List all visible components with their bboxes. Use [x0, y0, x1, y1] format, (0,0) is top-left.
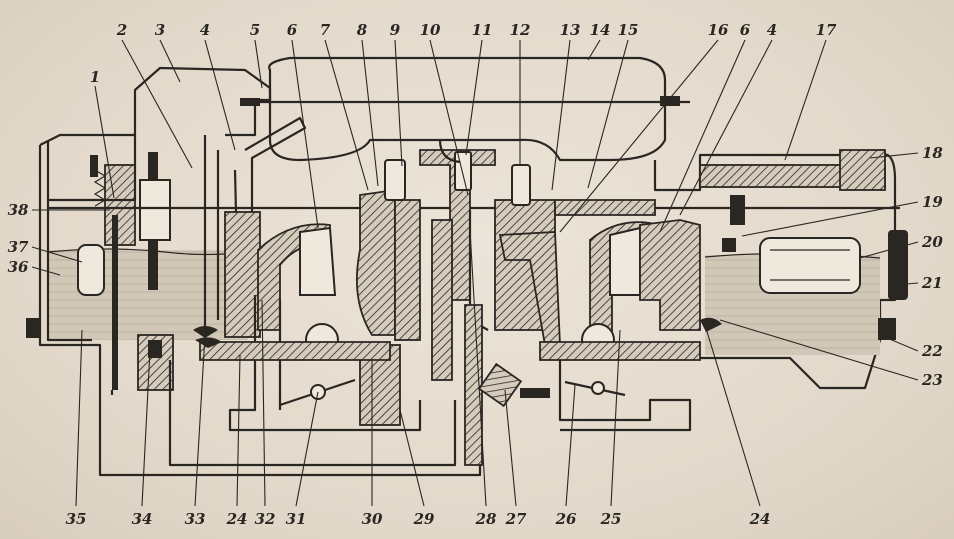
callout-number-4: 4: [767, 21, 777, 39]
callout-number-6: 6: [740, 21, 751, 39]
leader-line: [31, 246, 83, 263]
float-37: [77, 244, 105, 296]
leader-line: [291, 39, 319, 229]
right-float-chamber: [653, 149, 908, 390]
callout-number-18: 18: [922, 144, 943, 162]
leader-line: [394, 39, 403, 167]
leader-line: [94, 85, 115, 199]
callout-number-25: 25: [600, 510, 622, 528]
leader-line: [159, 39, 181, 83]
leader-line: [559, 39, 719, 233]
callout-number-23: 23: [921, 371, 943, 389]
leader-line: [141, 349, 151, 507]
main-jet-34: [137, 334, 174, 391]
leader-line: [784, 39, 827, 161]
callout-number-30: 30: [362, 510, 383, 528]
leader-line: [236, 354, 241, 507]
callout-number-29: 29: [413, 510, 435, 528]
leader-line: [859, 241, 919, 259]
callout-number-24: 24: [749, 510, 771, 528]
leader-line: [465, 39, 483, 156]
leader-line: [469, 229, 487, 507]
callout-number-8: 8: [357, 21, 368, 39]
leader-line: [324, 39, 369, 191]
leader-line: [679, 39, 773, 216]
leader-line: [254, 39, 263, 89]
callout-number-4: 4: [200, 21, 210, 39]
callout-number-14: 14: [590, 21, 611, 39]
callout-number-28: 28: [475, 510, 497, 528]
fuel-channels: [98, 326, 482, 477]
leader-line: [551, 39, 571, 191]
callout-number-26: 26: [555, 510, 577, 528]
leader-line: [31, 266, 61, 276]
leader-line: [194, 334, 206, 507]
callout-number-13: 13: [560, 21, 581, 39]
callout-number-10: 10: [420, 21, 441, 39]
callout-number-3: 3: [155, 21, 165, 39]
air-cleaner-lid: [240, 56, 690, 162]
leader-line: [719, 319, 919, 381]
leader-line: [429, 39, 469, 196]
callout-number-6: 6: [287, 21, 298, 39]
callout-number-16: 16: [708, 21, 729, 39]
callout-number-22: 22: [921, 342, 943, 360]
callout-number-36: 36: [8, 258, 29, 276]
central-body: [419, 139, 496, 466]
choke-valve-27: [477, 362, 523, 408]
callout-number-15: 15: [618, 21, 639, 39]
leader-line: [261, 299, 266, 507]
leader-line: [399, 409, 425, 507]
callout-number-27: 27: [505, 510, 527, 528]
callout-number-9: 9: [390, 21, 401, 39]
left-float-chamber: [26, 66, 272, 391]
callout-number-32: 32: [255, 510, 276, 528]
leader-line: [121, 39, 193, 169]
callout-number-1: 1: [90, 68, 100, 86]
leader-line: [587, 39, 601, 61]
leader-line: [587, 39, 629, 189]
callout-number-17: 17: [816, 21, 837, 39]
callout-number-12: 12: [510, 21, 531, 39]
leader-line: [75, 329, 83, 507]
callout-number-20: 20: [921, 233, 943, 251]
callout-number-24: 24: [226, 510, 248, 528]
leader-line: [704, 324, 761, 507]
leader-line: [565, 384, 576, 507]
callout-number-31: 31: [286, 510, 307, 528]
callout-number-33: 33: [185, 510, 206, 528]
leader-line: [659, 39, 746, 233]
small-diffuser-6: [299, 226, 337, 296]
callout-number-38: 38: [8, 201, 29, 219]
leader-line: [869, 152, 919, 159]
callout-number-2: 2: [116, 21, 127, 39]
callout-number-11: 11: [472, 21, 493, 39]
callout-leaders: [31, 39, 919, 507]
callout-number-5: 5: [250, 21, 260, 39]
callout-number-21: 21: [921, 274, 943, 292]
callout-number-37: 37: [8, 238, 29, 256]
callout-number-19: 19: [922, 193, 943, 211]
float-20: [759, 237, 861, 294]
throttle-axis-26: [591, 381, 605, 395]
callout-number-34: 34: [132, 510, 153, 528]
callout-number-7: 7: [320, 21, 331, 39]
leader-line: [610, 329, 621, 507]
secondary-barrel: [477, 164, 701, 432]
leader-line: [204, 39, 236, 151]
needle-valve-housing: [104, 164, 136, 246]
leader-line: [504, 389, 517, 507]
leader-line: [361, 39, 379, 187]
callout-number-35: 35: [66, 510, 87, 528]
leader-line: [295, 391, 319, 507]
leader-line: [741, 201, 919, 237]
leader-line: [879, 334, 919, 352]
leader-line: [894, 282, 919, 286]
primary-barrel: [199, 159, 422, 432]
